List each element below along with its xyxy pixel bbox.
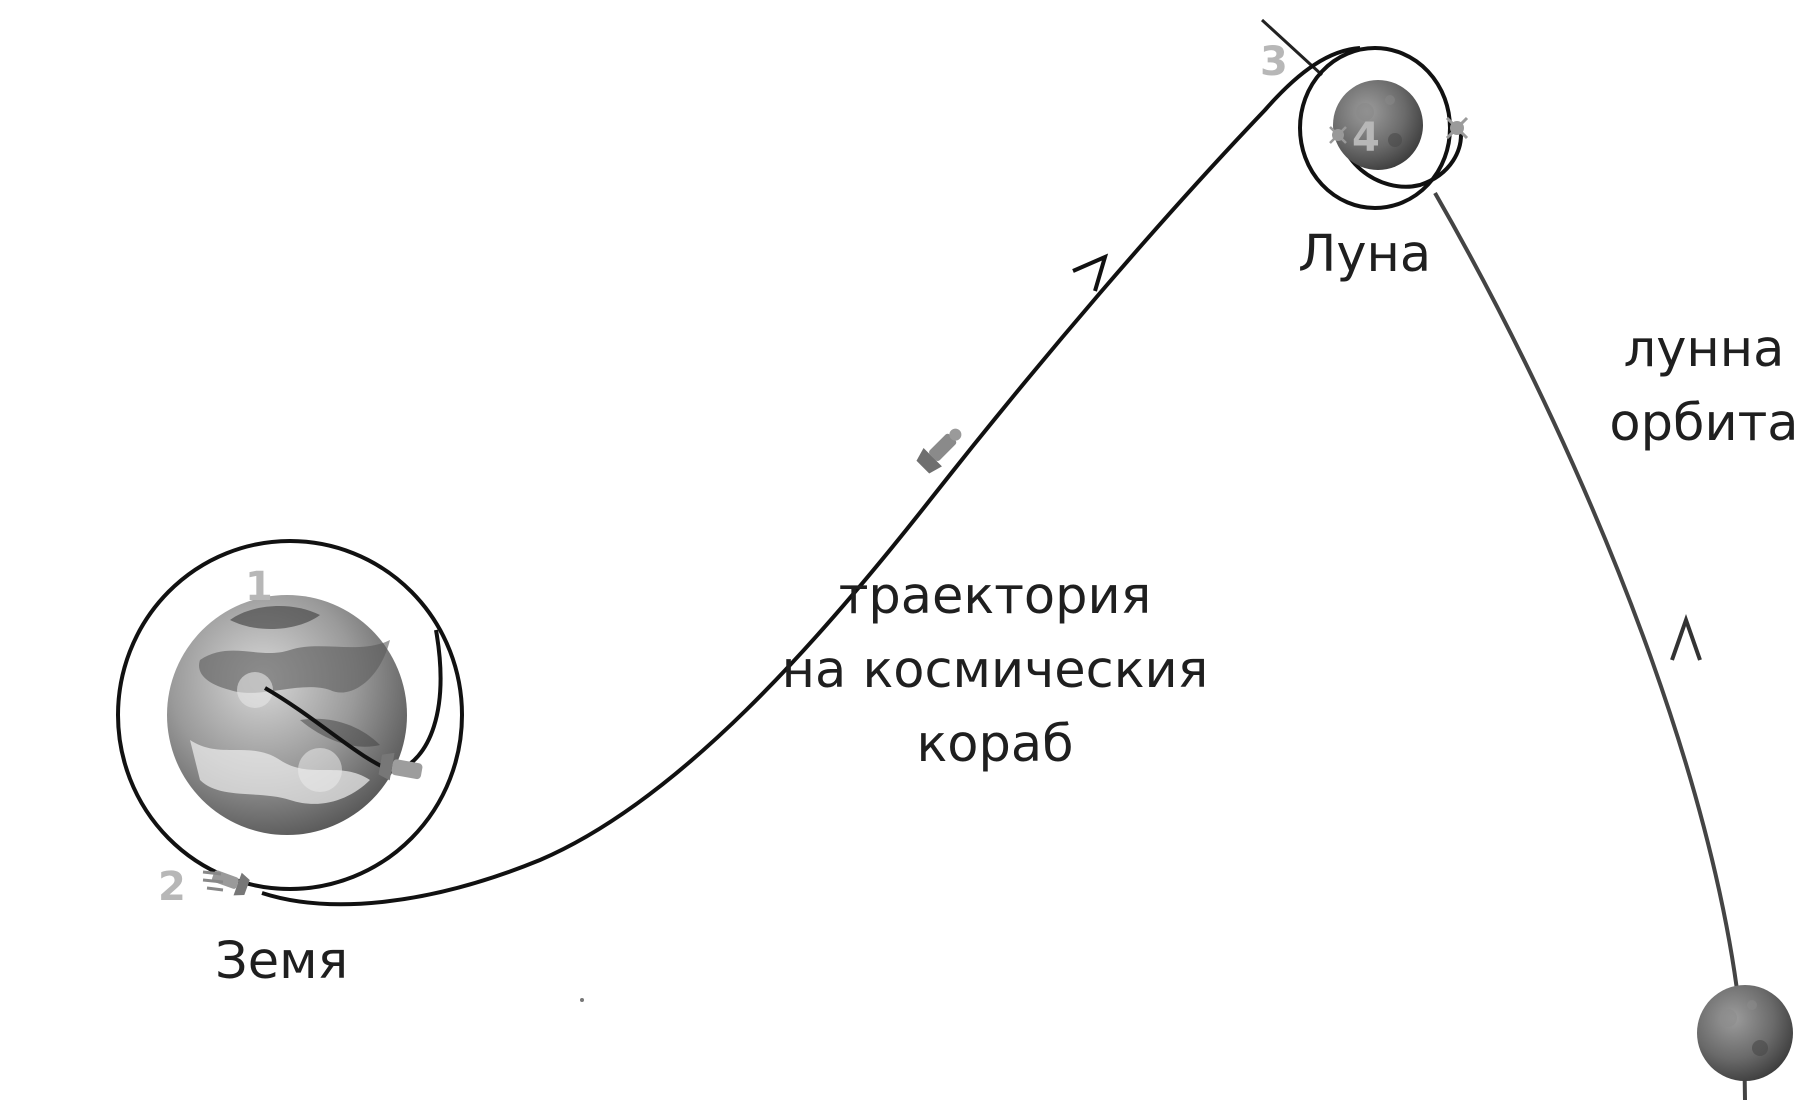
moon-globe bbox=[1333, 80, 1423, 170]
earth-label: Земя bbox=[215, 932, 349, 991]
marker-1: 1 bbox=[245, 564, 273, 610]
moon-initial-position bbox=[1697, 985, 1793, 1081]
lunar-orbit-label: лунна орбита bbox=[1604, 313, 1804, 461]
earth-parking-orbit bbox=[116, 539, 464, 891]
lander-icon bbox=[1445, 116, 1469, 140]
trajectory-label-line-1: траектория bbox=[838, 567, 1152, 626]
earth-globe bbox=[167, 595, 407, 835]
moon-label: Луна bbox=[1298, 225, 1432, 284]
spacecraft-trajectory bbox=[261, 46, 1361, 907]
lunar-orbit-label-line-2: орбита bbox=[1609, 393, 1799, 453]
lunar-orbit-path bbox=[1433, 192, 1747, 1101]
spacecraft-separation-icon bbox=[202, 870, 224, 892]
lunar-orbit-label-line-1: лунна bbox=[1623, 320, 1785, 379]
spacecraft-earth-icon bbox=[378, 752, 423, 781]
spacecraft-icon bbox=[916, 428, 962, 474]
marker-4: 4 bbox=[1352, 115, 1380, 161]
lunar-orbit-arrow-icon bbox=[1670, 613, 1702, 661]
stray-dot bbox=[580, 998, 584, 1002]
lander-moon-icon bbox=[1329, 126, 1347, 144]
trajectory-label-line-2: на космическия bbox=[781, 640, 1209, 700]
marker-3: 3 bbox=[1260, 39, 1288, 85]
marker-2: 2 bbox=[158, 864, 186, 910]
trajectory-label-line-3: кораб bbox=[916, 714, 1074, 774]
trajectory-label: траектория на космическия кораб bbox=[780, 560, 1210, 782]
trajectory-arrow-icon bbox=[1072, 253, 1109, 292]
